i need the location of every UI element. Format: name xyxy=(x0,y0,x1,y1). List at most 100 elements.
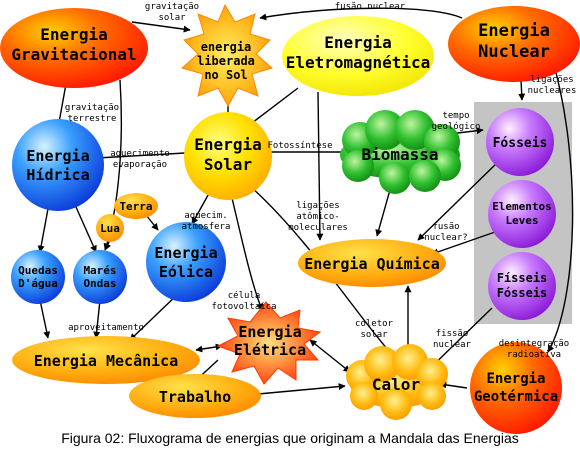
label-aproveitamento: aproveitamento xyxy=(68,323,144,333)
node-trabalho: Trabalho xyxy=(129,374,261,418)
svg-text:Lua: Lua xyxy=(100,222,120,235)
label-fusao-nuclear: fusão nuclear xyxy=(335,2,406,12)
label-tempo-geologico-2: geológico xyxy=(432,121,481,132)
svg-text:D'água: D'água xyxy=(18,277,58,290)
label-ligacoes-atomico-2: atômico- xyxy=(296,211,339,222)
node-biomassa: Biomassa xyxy=(340,110,461,194)
label-celula-fotovoltaica-2: fotovoltaica xyxy=(211,302,276,312)
label-fissao-nuclear-2: nuclear xyxy=(433,340,472,350)
svg-text:Solar: Solar xyxy=(204,155,252,174)
svg-text:Fósseis: Fósseis xyxy=(493,136,548,151)
svg-text:Energia: Energia xyxy=(40,25,107,44)
svg-text:Energia: Energia xyxy=(486,371,545,387)
label-desintegracao-radioativa-2: radioativa xyxy=(507,350,561,360)
label-aquecimento-evaporacao: aquecimento xyxy=(110,149,170,159)
label-tempo-geologico: tempo xyxy=(442,111,469,121)
node-energia-quimica: Energia Química xyxy=(298,239,446,287)
edge-nuclear-geotermica xyxy=(547,57,574,353)
svg-text:Eletromagnética: Eletromagnética xyxy=(286,53,431,72)
label-fissao-nuclear: fissão xyxy=(436,329,469,339)
svg-text:Ondas: Ondas xyxy=(83,277,116,290)
node-energia-mecanica: Energia Mecânica xyxy=(12,336,200,384)
label-ligacoes-nucleares: ligações xyxy=(530,75,573,85)
svg-text:Energia: Energia xyxy=(26,147,89,165)
node-elementos-leves: Elementos Leves xyxy=(488,180,556,248)
node-energia-eletrica: Energia Elétrica xyxy=(216,301,322,385)
svg-text:Energia: Energia xyxy=(478,21,550,41)
label-gravitacao-solar-2: solar xyxy=(158,13,186,23)
svg-text:Gravitacional: Gravitacional xyxy=(11,45,136,64)
svg-text:Trabalho: Trabalho xyxy=(159,388,231,406)
edge-nuclear-sol xyxy=(259,7,463,21)
edge-solar-hidrica xyxy=(96,152,186,162)
edge-elementos-quimica xyxy=(431,231,496,256)
label-coletor-solar-2: solar xyxy=(360,330,388,340)
svg-text:no Sol: no Sol xyxy=(204,68,247,82)
node-energia-nuclear: Energia Nuclear xyxy=(448,6,580,82)
edge-fosseis-quimica xyxy=(417,159,501,241)
node-energia-hidrica: Energia Hídrica xyxy=(12,119,104,211)
label-celula-fotovoltaica: célula xyxy=(228,290,261,301)
svg-text:Energia: Energia xyxy=(324,33,391,52)
node-energia-eolica: Energia Eólica xyxy=(146,222,226,302)
node-energia-eletromagnetica: Energia Eletromagnética xyxy=(282,16,434,96)
label-desintegracao-radioativa: desintegração xyxy=(499,339,569,349)
node-calor: Calor xyxy=(346,344,448,420)
svg-text:Terra: Terra xyxy=(119,200,152,213)
svg-text:Energia: Energia xyxy=(154,244,217,262)
node-energia-geotermica: Energia Geotérmica xyxy=(470,342,562,434)
edge-eletromag-quimica xyxy=(316,91,324,241)
svg-text:Marés: Marés xyxy=(83,264,116,277)
node-energia-liberada-sol: energia liberada no Sol xyxy=(180,3,274,108)
svg-text:Hídrica: Hídrica xyxy=(26,166,89,184)
svg-text:Energia: Energia xyxy=(238,323,301,341)
svg-text:Fósseis: Fósseis xyxy=(497,286,548,300)
svg-text:liberada: liberada xyxy=(197,54,255,68)
svg-text:energia: energia xyxy=(201,40,252,54)
edge-trabalho-calor xyxy=(257,383,346,395)
svg-text:Calor: Calor xyxy=(372,375,420,394)
svg-text:Energia: Energia xyxy=(194,135,261,154)
label-aquecimento-evaporacao-2: evaporação xyxy=(113,160,167,170)
node-energia-gravitacional: Energia Gravitacional xyxy=(0,8,148,88)
label-gravitacao-solar: gravitação xyxy=(145,2,199,12)
node-energia-solar: Energia Solar xyxy=(184,112,272,200)
node-lua: Lua xyxy=(96,214,124,242)
svg-text:Elementos: Elementos xyxy=(492,200,552,213)
node-mares-ondas: Marés Ondas xyxy=(73,250,127,304)
label-fotossintese: Fotossíntese xyxy=(267,141,332,151)
svg-text:Energia Química: Energia Química xyxy=(304,255,439,273)
edge-gravitacional-sol xyxy=(131,21,191,33)
label-ligacoes-nucleares-2: nucleares xyxy=(528,86,577,96)
svg-text:Biomassa: Biomassa xyxy=(361,145,438,164)
svg-text:Eólica: Eólica xyxy=(159,263,213,281)
edge-mecanica-eletrica xyxy=(195,343,223,353)
label-ligacoes-atomico-3: moleculares xyxy=(288,223,348,233)
svg-text:Leves: Leves xyxy=(505,214,538,227)
label-coletor-solar: coletor xyxy=(355,319,394,329)
edge-labels: gravitação solar fusão nuclear ligações … xyxy=(65,2,576,360)
label-ligacoes-atomico: ligações xyxy=(296,201,339,211)
edge-mares-mecanica xyxy=(93,299,101,339)
label-gravitacao-terrestre: gravitação xyxy=(65,103,119,113)
svg-text:Nuclear: Nuclear xyxy=(478,42,550,62)
svg-text:Quedas: Quedas xyxy=(18,264,58,277)
node-quedas-dagua: Quedas D'água xyxy=(11,250,65,304)
node-fosseis: Fósseis xyxy=(486,108,554,176)
label-fusao-nuclear-q: fusão xyxy=(432,222,459,232)
node-terra: Terra xyxy=(114,193,158,219)
svg-text:Elétrica: Elétrica xyxy=(234,341,306,359)
label-gravitacao-terrestre-2: terrestre xyxy=(68,114,117,124)
label-fusao-nuclear-q-2: nuclear? xyxy=(424,233,467,243)
node-fisseis-fosseis: Físseis Fósseis xyxy=(488,252,556,320)
label-aquecim-atmosfera: aquecim. xyxy=(184,211,227,221)
svg-text:Geotérmica: Geotérmica xyxy=(474,389,558,405)
svg-text:Físseis: Físseis xyxy=(497,271,548,285)
edge-solar-eletrica xyxy=(229,189,263,311)
edge-eletromag-solar xyxy=(247,87,299,127)
figure-caption: Figura 02: Fluxograma de energias que or… xyxy=(61,430,519,446)
edge-quedas-mecanica xyxy=(39,299,51,339)
edge-eolica-mecanica xyxy=(129,291,181,341)
edge-eletrica-calor xyxy=(309,339,351,373)
